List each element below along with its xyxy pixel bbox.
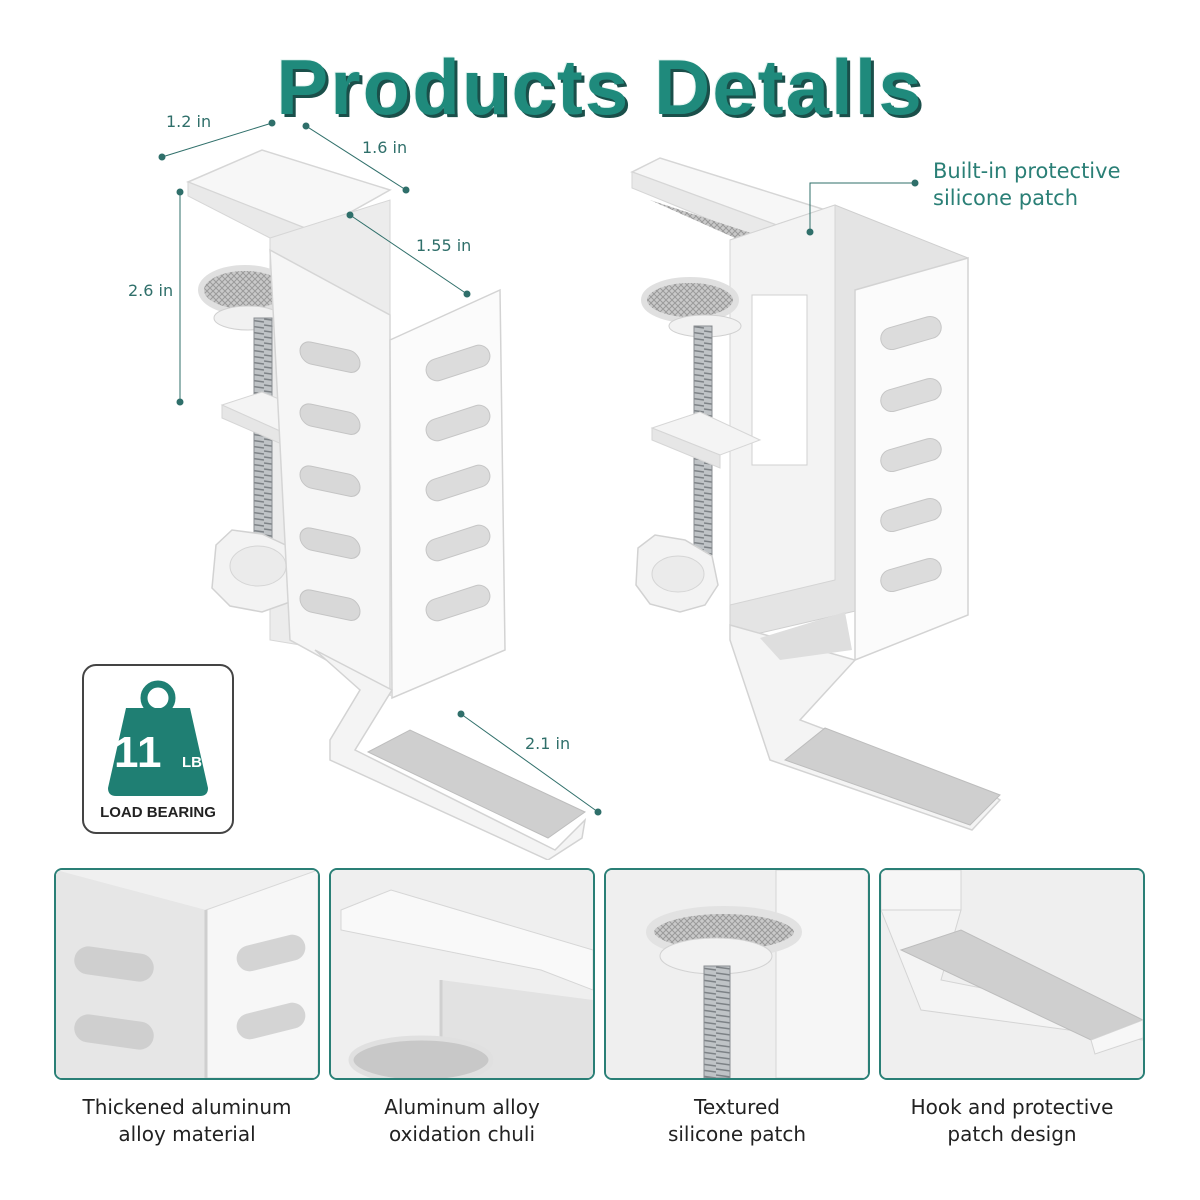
- dimension-lines: [158, 119, 602, 816]
- detail-panel-material: [54, 868, 320, 1080]
- feature-caption-line: Textured: [694, 1095, 780, 1119]
- dimension-width-top: 1.2 in: [166, 112, 212, 131]
- detail-image-oxidation: [331, 870, 593, 1078]
- right-clamp-view: [630, 157, 1002, 831]
- feature-caption-line: oxidation chuli: [388, 1122, 536, 1146]
- detail-panel-hook: [879, 868, 1145, 1080]
- feature-caption-hook: Hook and protective patch design: [879, 1094, 1145, 1148]
- detail-panel-silicone: [604, 868, 870, 1080]
- dimension-height: 2.6 in: [128, 281, 174, 300]
- detail-image-silicone: [606, 870, 868, 1078]
- load-caption: LOAD BEARING: [100, 804, 216, 821]
- callout-line-1: Built-in protective: [933, 159, 1121, 183]
- silicone-patch-callout: Built-in protective silicone patch: [933, 158, 1120, 212]
- feature-caption-line: alloy material: [118, 1122, 256, 1146]
- feature-caption-line: patch design: [947, 1122, 1077, 1146]
- load-number: 11: [114, 728, 163, 777]
- feature-caption-line: Thickened aluminum: [82, 1095, 292, 1119]
- left-clamp-view: [186, 149, 587, 860]
- weight-icon: [108, 680, 208, 796]
- feature-caption-line: Hook and protective: [910, 1095, 1114, 1119]
- feature-caption-line: silicone patch: [667, 1122, 807, 1146]
- detail-panel-oxidation: [329, 868, 595, 1080]
- feature-caption-silicone: Textured silicone patch: [604, 1094, 870, 1148]
- callout-line-2: silicone patch: [933, 186, 1079, 210]
- dimension-depth-top: 1.6 in: [362, 138, 408, 157]
- detail-image-material: [56, 870, 318, 1078]
- feature-caption-oxidation: Aluminum alloy oxidation chuli: [329, 1094, 595, 1148]
- product-illustration: [158, 119, 1002, 860]
- load-bearing-badge: 11 LB LOAD BEARING: [82, 664, 234, 834]
- feature-caption-material: Thickened aluminum alloy material: [54, 1094, 320, 1148]
- callout-leader: [806, 179, 919, 236]
- load-unit: LB: [182, 754, 202, 771]
- feature-caption-line: Aluminum alloy: [384, 1095, 540, 1119]
- page-title: Products Detalls: [276, 43, 924, 131]
- detail-image-hook: [881, 870, 1143, 1078]
- dimension-hook-length: 2.1 in: [525, 734, 571, 753]
- dimension-inner-depth: 1.55 in: [416, 236, 472, 255]
